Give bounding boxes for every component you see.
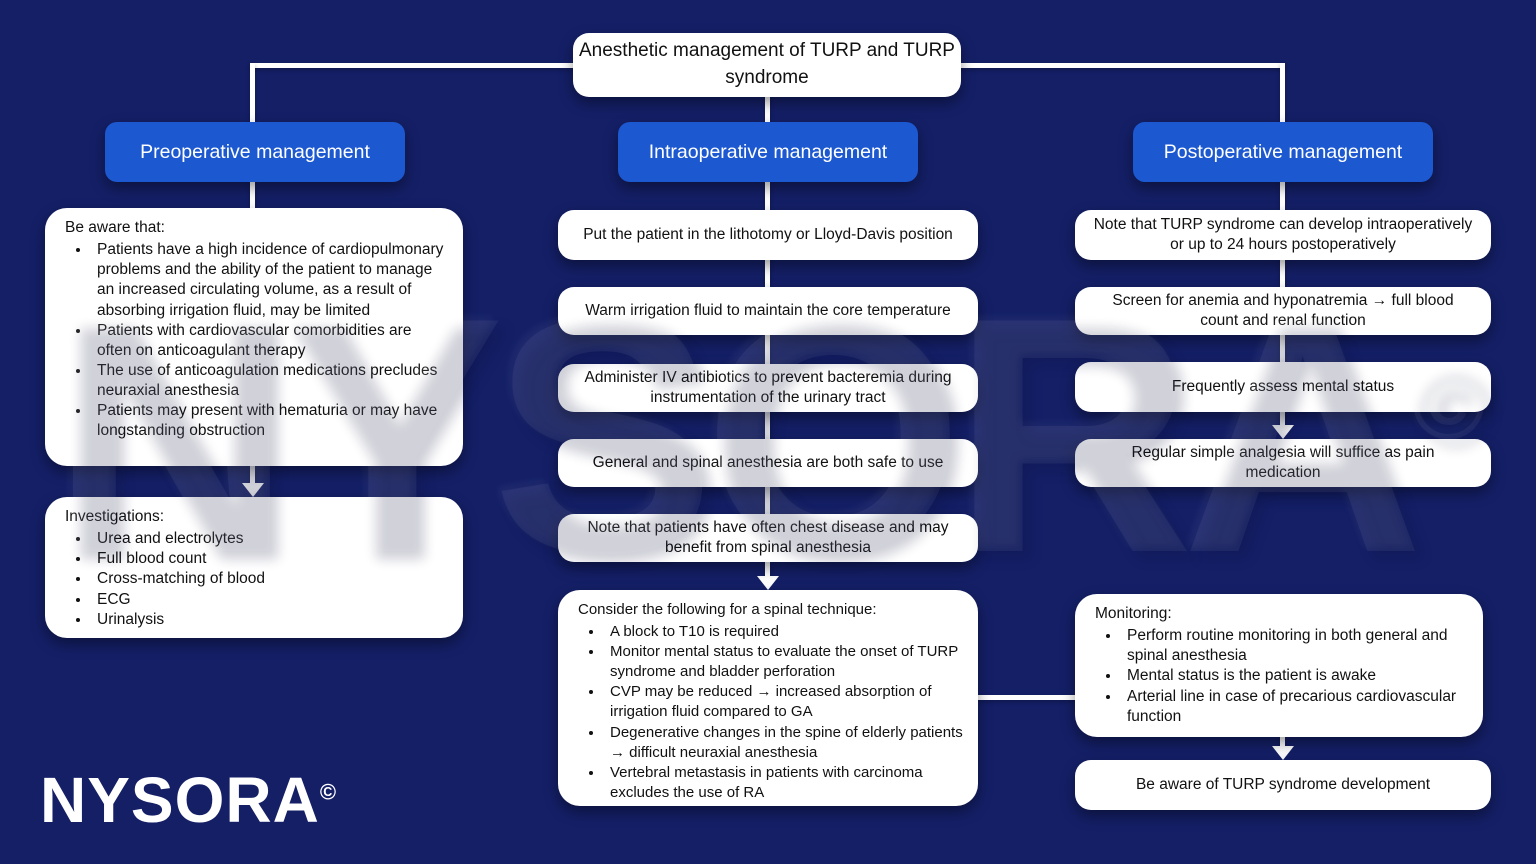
connector-postop-step2-to-step3 [1280, 335, 1285, 362]
bullet-list: Patients have a high incidence of cardio… [65, 240, 449, 441]
arrow-down-icon [1272, 746, 1294, 760]
connector-intraop-step2-to-step3 [765, 335, 770, 364]
postop-step-mental-status-box: Frequently assess mental status [1075, 362, 1491, 412]
bullet-item: Patients have a high incidence of cardio… [91, 240, 449, 321]
postop-final-box: Be aware of TURP syndrome development [1075, 760, 1491, 810]
intraop-step-anesthesia-safe-box: General and spinal anesthesia are both s… [558, 439, 978, 487]
connector-intraop-step4-to-step5 [765, 487, 770, 514]
bullet-item: Patients with cardiovascular comorbiditi… [91, 321, 449, 361]
bullet-item: The use of anticoagulation medications p… [91, 361, 449, 401]
preoperative-header: Preoperative management [105, 122, 405, 182]
intraop-spinal-technique-box: Consider the following for a spinal tech… [558, 590, 978, 806]
postop-step-screen-box: Screen for anemia and hyponatremia → ful… [1075, 287, 1491, 335]
connector-intraop-header-to-step1 [765, 182, 770, 210]
bullet-list: Perform routine monitoring in both gener… [1095, 626, 1469, 727]
bullet-item: Perform routine monitoring in both gener… [1121, 626, 1469, 666]
bullet-list: A block to T10 is required Monitor menta… [578, 622, 964, 803]
connector-awareness-to-investigations [250, 466, 255, 484]
arrow-down-icon [757, 576, 779, 590]
intraoperative-header: Intraoperative management [618, 122, 918, 182]
bullet-list: Urea and electrolytes Full blood count C… [65, 529, 449, 630]
title-box: Anesthetic management of TURP and TURP s… [573, 33, 961, 97]
intraop-step-position-box: Put the patient in the lithotomy or Lloy… [558, 210, 978, 260]
connector-intraop-step1-to-step2 [765, 260, 770, 287]
bullet-item: Arterial line in case of precarious card… [1121, 687, 1469, 727]
intraop-step-antibiotics-box: Administer IV antibiotics to prevent bac… [558, 364, 978, 412]
connector-preop-header-to-awareness [250, 182, 255, 208]
box-heading: Monitoring: [1095, 605, 1172, 622]
connector-spinal-to-monitoring [978, 695, 1075, 700]
bullet-item: Urea and electrolytes [91, 529, 449, 549]
bullet-item: ECG [91, 590, 449, 610]
intraop-step-warm-fluid-box: Warm irrigation fluid to maintain the co… [558, 287, 978, 335]
box-heading: Be aware that: [65, 219, 165, 236]
connector-postop-step3-to-step4 [1280, 412, 1285, 426]
connector-postop-step1-to-step2 [1280, 260, 1285, 287]
preop-awareness-box: Be aware that: Patients have a high inci… [45, 208, 463, 466]
bullet-item: Urinalysis [91, 610, 449, 630]
connector-title-to-intraoperative [765, 95, 770, 123]
bullet-item: A block to T10 is required [604, 622, 964, 642]
preop-investigations-box: Investigations: Urea and electrolytes Fu… [45, 497, 463, 638]
connector-postop-header-to-step1 [1280, 182, 1285, 210]
page-title: Anesthetic management of TURP and TURP s… [579, 40, 955, 88]
bullet-item: Mental status is the patient is awake [1121, 666, 1469, 686]
intraop-step-chest-disease-box: Note that patients have often chest dise… [558, 514, 978, 562]
connector-top-to-preoperative [250, 63, 255, 122]
postop-step-analgesia-box: Regular simple analgesia will suffice as… [1075, 439, 1491, 487]
bullet-item: Degenerative changes in the spine of eld… [604, 723, 964, 763]
postoperative-header: Postoperative management [1133, 122, 1433, 182]
bullet-item: Full blood count [91, 549, 449, 569]
postop-step-syndrome-timing-box: Note that TURP syndrome can develop intr… [1075, 210, 1491, 260]
arrow-down-icon [242, 483, 264, 497]
box-heading: Consider the following for a spinal tech… [578, 601, 877, 618]
nysora-logo: NYSORA© [40, 768, 337, 832]
box-heading: Investigations: [65, 508, 165, 525]
bullet-item: Cross-matching of blood [91, 569, 449, 589]
bullet-item: Vertebral metastasis in patients with ca… [604, 763, 964, 803]
postop-monitoring-box: Monitoring: Perform routine monitoring i… [1075, 594, 1483, 737]
connector-top-to-postoperative [1280, 63, 1285, 122]
bullet-item: CVP may be reduced → increased absorptio… [604, 682, 964, 722]
bullet-item: Patients may present with hematuria or m… [91, 401, 449, 441]
logo-text: NYSORA [40, 764, 320, 836]
bullet-item: Monitor mental status to evaluate the on… [604, 642, 964, 682]
logo-copyright: © [319, 779, 338, 805]
arrow-down-icon [1272, 425, 1294, 439]
connector-intraop-step3-to-step4 [765, 412, 770, 439]
connector-monitoring-to-final [1280, 737, 1285, 747]
connector-intraop-step5-to-spinal [765, 562, 770, 577]
